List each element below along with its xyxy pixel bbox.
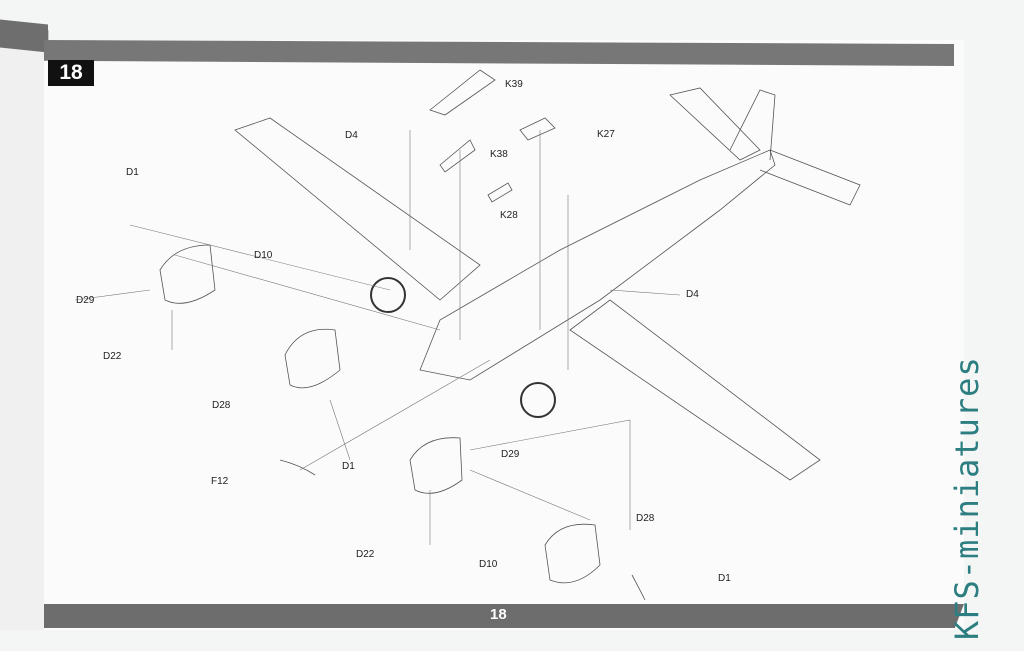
page-number: 18 — [490, 606, 507, 623]
part-label-d22: D22 — [356, 549, 375, 560]
part-label-d10: D10 — [479, 559, 498, 570]
instruction-page — [44, 40, 964, 630]
left-wing — [234, 117, 481, 301]
part-k38 — [439, 139, 476, 173]
part-label-d1: D1 — [718, 573, 731, 584]
part-d1 — [631, 574, 646, 601]
part-label-k28: K28 — [500, 210, 518, 221]
right-engine — [520, 382, 556, 418]
part-label-k38: K38 — [490, 149, 508, 160]
right-wing — [569, 299, 821, 481]
part-label-d29: D29 — [501, 449, 520, 460]
horizontal-stabilizer — [669, 87, 861, 206]
part-label-d1: D1 — [342, 461, 355, 472]
part-label-d28: D28 — [212, 400, 231, 411]
part-label-d1: D1 — [126, 167, 139, 178]
watermark: KFS-miniatures — [948, 356, 986, 640]
left-engine — [370, 277, 406, 313]
part-label-d4: D4 — [686, 289, 699, 300]
part-label-d28: D28 — [636, 513, 655, 524]
tail-fin — [729, 89, 776, 161]
cowling-front-left — [284, 328, 341, 389]
part-label-d10: D10 — [254, 250, 273, 261]
cowling-right — [409, 437, 463, 494]
part-k39 — [429, 69, 496, 116]
part-f12 — [279, 459, 316, 476]
part-label-k39: K39 — [505, 79, 523, 90]
step-number-badge: 18 — [48, 60, 94, 86]
cowling-left — [159, 244, 216, 304]
cowling-front-right — [544, 523, 601, 584]
part-label-d4: D4 — [345, 130, 358, 141]
bottom-footer-band — [44, 604, 964, 628]
part-k27 — [519, 117, 556, 141]
part-label-d29: D29 — [76, 295, 95, 306]
part-label-d22: D22 — [103, 351, 122, 362]
part-label-f12: F12 — [211, 476, 229, 487]
leader-lines — [74, 130, 681, 545]
fuselage — [419, 149, 776, 381]
part-k28 — [487, 182, 513, 203]
part-label-k27: K27 — [597, 129, 615, 140]
